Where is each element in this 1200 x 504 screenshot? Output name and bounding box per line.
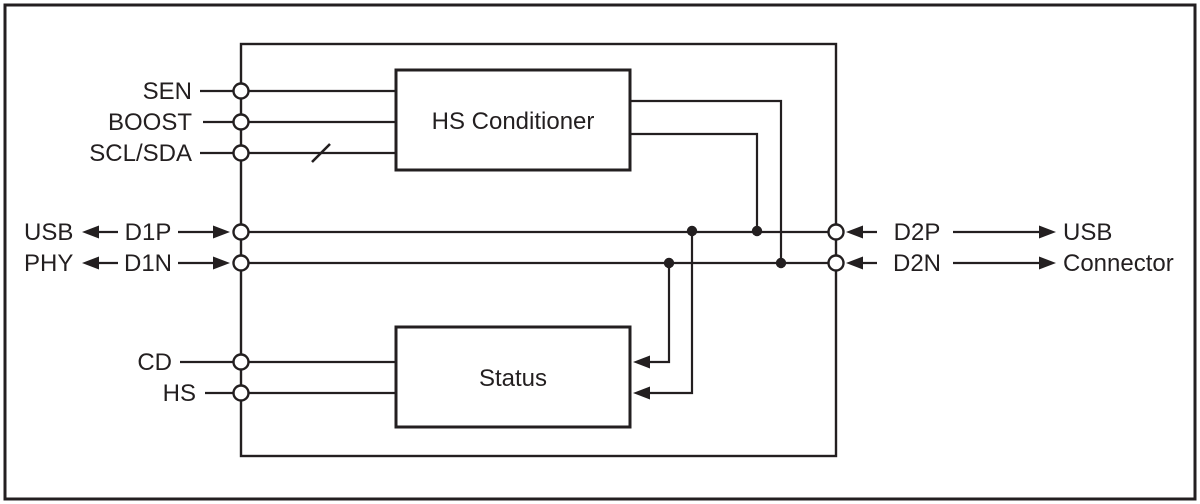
arrow-right-to-usb-connector-p	[1039, 225, 1056, 239]
scl-sda-terminal	[232, 144, 250, 162]
device-outline	[239, 42, 838, 458]
usb-connector-label-line1: USB	[1063, 219, 1112, 246]
status-label: Status	[479, 365, 547, 392]
hs-conditioner-label: HS Conditioner	[432, 108, 595, 135]
sen-pin-label: SEN	[143, 78, 192, 105]
junction-dot	[751, 225, 763, 237]
usb-phy-label-line2: PHY	[24, 250, 73, 277]
status-block: Status	[394, 325, 632, 429]
cd-terminal	[232, 353, 250, 371]
figure-border	[3, 3, 1197, 501]
d2p-pin-label: D2P	[894, 219, 941, 246]
arrow-left-to-usb-phy-p	[82, 225, 99, 239]
terminals	[232, 82, 845, 402]
d1n-pin-label: D1N	[124, 250, 172, 277]
scl-sda-pin-label: SCL/SDA	[89, 140, 192, 167]
d2n-terminal	[827, 254, 845, 272]
hs-pin-label: HS	[163, 380, 196, 407]
boost-pin-label: BOOST	[108, 109, 192, 136]
d1p-terminal	[232, 223, 250, 241]
arrow-into-d1p-terminal	[213, 225, 230, 239]
net-scl-sda	[200, 143, 396, 163]
net-status-tap-d1n	[633, 257, 675, 369]
hs-conditioner-block: HS Conditioner	[394, 68, 632, 172]
net-status-tap-d1p	[633, 225, 698, 400]
net-hs-conditioner-out-upper	[630, 99, 787, 269]
arrow-into-status-lower	[633, 386, 650, 400]
usb-connector-label-line2: Connector	[1063, 250, 1174, 277]
d1n-terminal	[232, 254, 250, 272]
hs-terminal	[232, 384, 250, 402]
arrow-into-d2n-terminal	[846, 256, 863, 270]
d2n-pin-label: D2N	[893, 250, 941, 277]
junction-dot	[775, 257, 787, 269]
bus-slash-mark	[311, 143, 331, 163]
net-hs-conditioner-out-lower	[630, 132, 763, 237]
arrow-into-d1n-terminal	[213, 256, 230, 270]
cd-pin-label: CD	[137, 349, 172, 376]
arrow-into-status-upper	[633, 355, 650, 369]
usb-phy-label-line1: USB	[24, 219, 73, 246]
net-d1n-d2n	[82, 256, 1056, 270]
net-d1p-d2p	[82, 225, 1056, 239]
arrow-into-d2p-terminal	[846, 225, 863, 239]
boost-terminal	[232, 113, 250, 131]
arrow-right-to-usb-connector-n	[1039, 256, 1056, 270]
d2p-terminal	[827, 223, 845, 241]
sen-terminal	[232, 82, 250, 100]
arrow-left-to-usb-phy-n	[82, 256, 99, 270]
d1p-pin-label: D1P	[125, 219, 172, 246]
